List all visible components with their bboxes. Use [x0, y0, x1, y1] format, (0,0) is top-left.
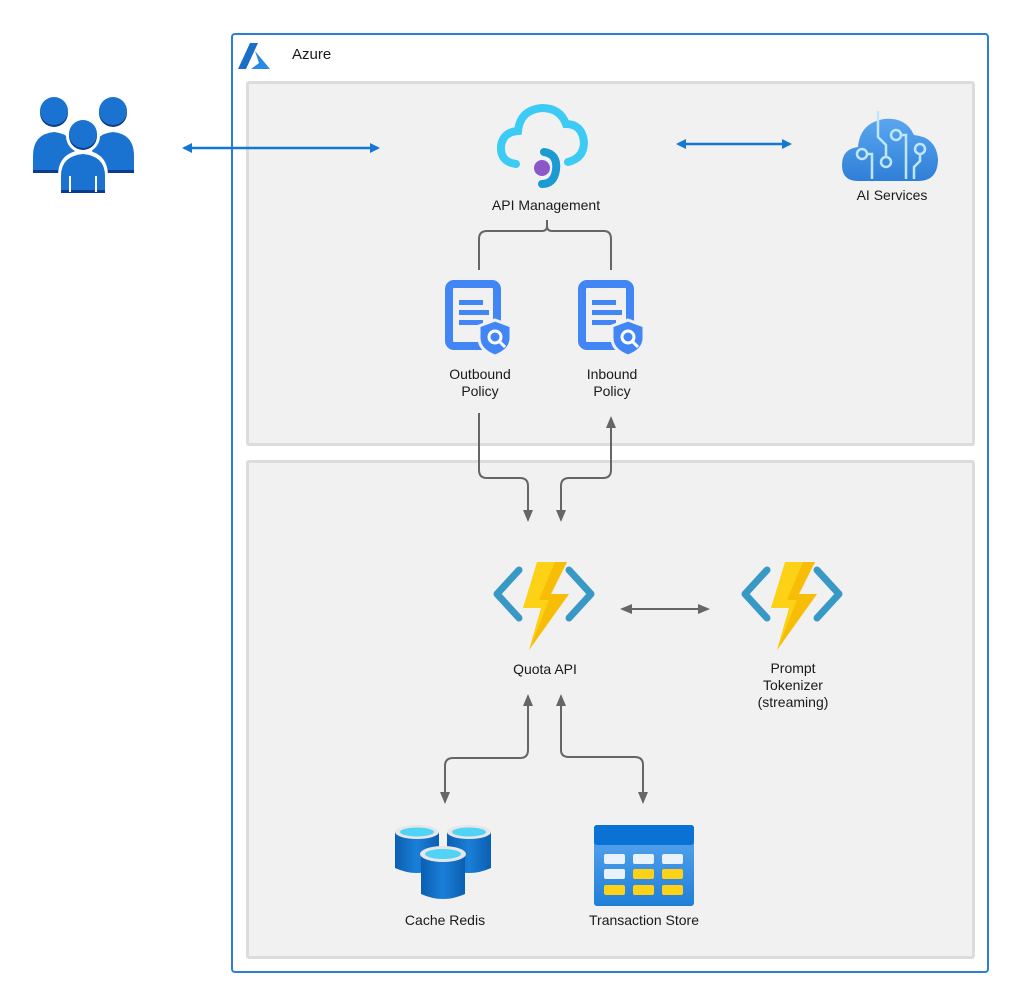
- outbound-policy-label: Outbound Policy: [449, 366, 511, 399]
- transaction-store-label: Transaction Store: [589, 912, 699, 928]
- users-group-icon[interactable]: [32, 96, 136, 194]
- prompt-tokenizer-label: Prompt Tokenizer (streaming): [757, 660, 829, 710]
- azure-logo-icon: [238, 43, 270, 69]
- edge-quota-inbound: [556, 416, 616, 522]
- quota-api-label: Quota API: [513, 661, 577, 677]
- outbound-policy-icon[interactable]: [445, 280, 515, 358]
- inbound-policy-label: Inbound Policy: [586, 366, 638, 399]
- edge-apim-policies: [478, 220, 612, 270]
- api-management-cloud-icon[interactable]: [496, 98, 588, 190]
- azure-container-label: Azure: [292, 46, 332, 63]
- quota-api-function-icon[interactable]: [493, 560, 595, 652]
- ai-services-label: AI Services: [856, 187, 928, 203]
- api-management-label: API Management: [491, 197, 601, 213]
- cache-redis-icon[interactable]: [395, 824, 497, 904]
- edge-quota-txstore: [556, 694, 648, 804]
- cache-redis-label: Cache Redis: [404, 912, 486, 928]
- edge-quota-redis: [440, 694, 533, 804]
- ai-services-cloud-icon[interactable]: [840, 109, 942, 183]
- transaction-store-table-icon[interactable]: [594, 825, 694, 906]
- inbound-policy-icon[interactable]: [578, 280, 648, 358]
- prompt-tokenizer-function-icon[interactable]: [741, 560, 843, 652]
- edge-outbound-quota: [478, 413, 533, 522]
